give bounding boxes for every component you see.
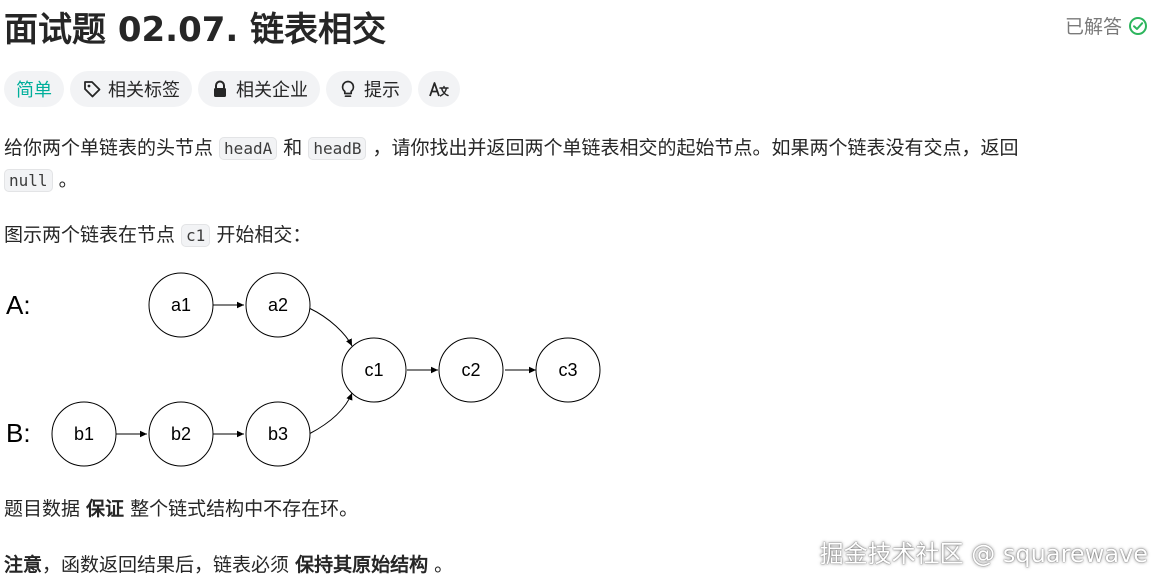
code-c1: c1 <box>181 224 211 247</box>
node-b1: b1 <box>51 401 117 467</box>
description-text: 开始相交： <box>210 224 312 246</box>
note-text: 题目数据 <box>4 498 87 520</box>
list-b-label: B: <box>6 418 31 448</box>
description-paragraph-2: 图示两个链表在节点 c1 开始相交： <box>4 220 311 251</box>
description-text: ，请你找出并返回两个单链表相交的起始节点。如果两个链表没有交点，返回 <box>366 137 1019 159</box>
lightbulb-icon <box>341 80 355 98</box>
lock-icon <box>214 80 226 97</box>
node-b2: b2 <box>148 401 214 467</box>
tag-icon <box>84 81 101 98</box>
edge-b3-c1 <box>308 392 353 435</box>
node-c2-label: c2 <box>461 360 480 380</box>
list-a-label: A: <box>6 290 31 320</box>
note-bold: 注意 <box>4 554 43 576</box>
node-a1: a1 <box>148 272 214 338</box>
tag-bar: 简单 相关标签 相关企业 提示 <box>4 71 460 107</box>
difficulty-tag[interactable]: 简单 <box>4 71 64 107</box>
related-tags-label: 相关标签 <box>108 80 180 101</box>
description-text: 给你两个单链表的头节点 <box>4 137 220 159</box>
note-text: ，函数返回结果后，链表必须 <box>42 554 296 576</box>
related-companies-button[interactable]: 相关企业 <box>198 71 320 107</box>
hint-label: 提示 <box>364 80 400 101</box>
node-a1-label: a1 <box>171 295 191 315</box>
watermark: 掘金技术社区 @ squarewave <box>819 540 1148 568</box>
node-b2-label: b2 <box>171 424 191 444</box>
page-title: 面试题 02.07. 链表相交 <box>4 10 387 50</box>
node-c3-label: c3 <box>558 360 577 380</box>
node-a2: a2 <box>245 272 311 338</box>
linked-list-diagram: A: B: a1 a2 c1 c2 c3 b1 b2 b3 <box>6 272 601 467</box>
note-text: 。 <box>428 554 454 576</box>
description-paragraph-1-cont: null 。 <box>4 165 78 196</box>
related-companies-label: 相关企业 <box>236 80 308 101</box>
node-c3: c3 <box>535 337 601 403</box>
node-b3: b3 <box>245 401 311 467</box>
check-circle-icon <box>1129 16 1147 35</box>
note-text: 整个链式结构中不存在环。 <box>124 498 359 520</box>
code-null: null <box>4 169 53 192</box>
attention-note: 注意，函数返回结果后，链表必须 保持其原始结构 。 <box>4 550 453 580</box>
description-text: 。 <box>52 169 78 191</box>
translate-icon <box>429 82 449 97</box>
solved-label: 已解答 <box>1064 16 1122 38</box>
note-bold: 保证 <box>86 498 125 520</box>
code-headB: headB <box>308 137 367 160</box>
description-text: 图示两个链表在节点 <box>4 224 182 246</box>
guarantee-note: 题目数据 保证 整个链式结构中不存在环。 <box>4 494 358 524</box>
node-a2-label: a2 <box>268 295 288 315</box>
solved-status: 已解答 <box>1065 12 1148 39</box>
node-c1: c1 <box>341 337 407 403</box>
node-b1-label: b1 <box>74 424 94 444</box>
related-tags-button[interactable]: 相关标签 <box>70 71 192 107</box>
edge-a2-c1 <box>308 307 353 347</box>
description-text: 和 <box>277 137 309 159</box>
node-c2: c2 <box>438 337 504 403</box>
difficulty-label: 简单 <box>16 80 52 101</box>
hint-button[interactable]: 提示 <box>326 71 412 107</box>
code-headA: headA <box>219 137 278 160</box>
node-c1-label: c1 <box>364 360 383 380</box>
node-b3-label: b3 <box>268 424 288 444</box>
translate-button[interactable] <box>418 71 460 107</box>
description-paragraph-1: 给你两个单链表的头节点 headA 和 headB ，请你找出并返回两个单链表相… <box>4 133 1019 164</box>
note-bold: 保持其原始结构 <box>295 554 429 576</box>
